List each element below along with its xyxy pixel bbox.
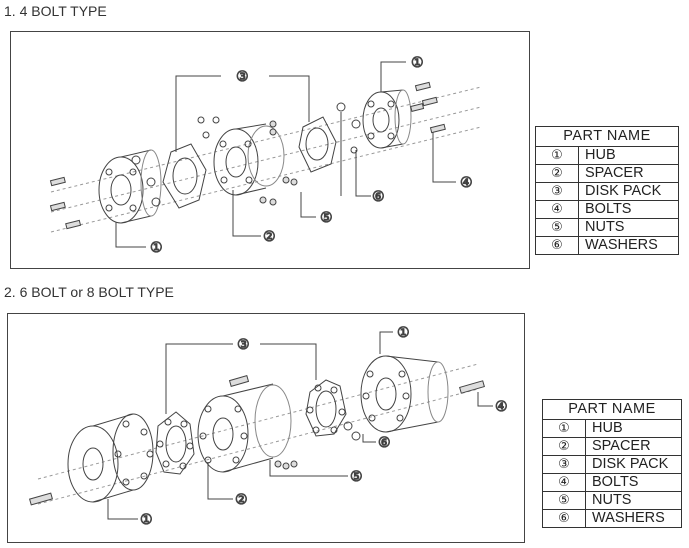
hub-icon — [360, 355, 449, 433]
diagram-6-8-bolt: ③ ① ④ ⑥ ⑤ ② ① — [7, 313, 525, 543]
hub-icon — [362, 89, 412, 149]
callout-2: ② — [263, 229, 276, 245]
callout-5: ⑤ — [350, 469, 363, 485]
bolt-icon — [49, 176, 82, 230]
callout-2: ② — [235, 492, 248, 508]
callout-1b: ① — [140, 512, 153, 528]
section-1-title: 1. 4 BOLT TYPE — [4, 3, 107, 19]
spacer-icon — [197, 383, 292, 473]
callout-3: ③ — [237, 337, 250, 353]
table-header: PART NAME — [542, 399, 682, 420]
section-2-title: 2. 6 BOLT or 8 BOLT TYPE — [4, 284, 174, 300]
callout-4: ④ — [460, 175, 473, 191]
callout-3: ③ — [236, 69, 249, 85]
bolt-icon — [28, 492, 54, 506]
callout-6: ⑥ — [378, 435, 391, 451]
disk-pack-icon — [298, 116, 337, 173]
callout-1: ① — [411, 55, 424, 71]
disk-pack-icon — [155, 411, 195, 475]
callout-5: ⑤ — [320, 210, 333, 226]
bolt-icon — [459, 380, 485, 394]
hub-icon — [67, 413, 154, 503]
spacer-icon — [213, 123, 285, 196]
bolt-icon — [228, 375, 250, 387]
table-header: PART NAME — [535, 126, 679, 147]
callout-6: ⑥ — [372, 189, 385, 205]
disk-pack-icon — [162, 143, 207, 209]
callout-1b: ① — [150, 240, 163, 256]
disk-pack-icon — [305, 379, 347, 437]
callout-4: ④ — [495, 399, 508, 415]
diagram-4-bolt: ③ ① ④ ⑥ ⑤ ② ① — [10, 31, 530, 269]
callout-1: ① — [397, 325, 410, 341]
hub-icon — [98, 149, 162, 224]
